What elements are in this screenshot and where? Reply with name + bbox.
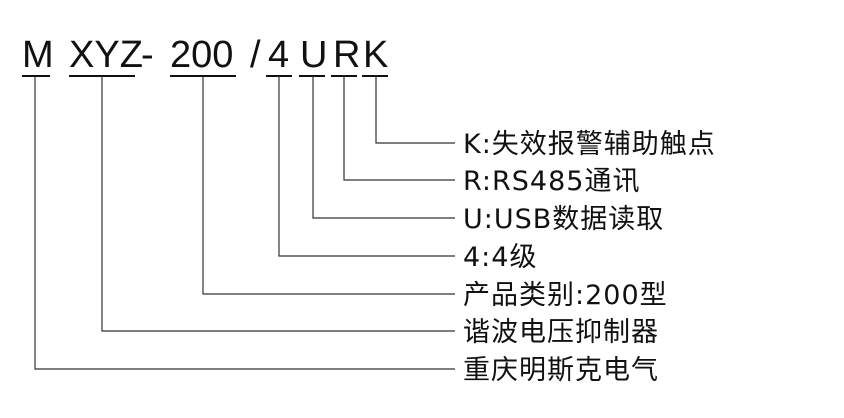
label-4: 4:4级 [463,242,537,273]
leader-r [343,76,455,181]
description-labels: K:失效报警辅助触点 R:RS485通讯 U:USB数据读取 4:4级 产品类别… [463,129,716,386]
leader-4 [278,76,455,257]
code-seg-r: R [333,34,360,76]
label-200: 产品类别:200型 [463,280,668,311]
leader-200 [202,76,455,295]
code-seg-u: U [300,34,327,76]
code-seg-k: K [363,34,388,76]
label-k: K:失效报警辅助触点 [463,129,716,160]
label-u: U:USB数据读取 [463,204,664,235]
code-seg-4: 4 [268,34,289,76]
leader-m [34,76,455,370]
leader-lines [34,76,455,370]
code-seg-dash: - [141,34,154,76]
leader-xyz [101,76,455,332]
label-m: 重庆明斯克电气 [463,355,659,386]
code-seg-200: 200 [170,34,233,76]
code-seg-slash: / [250,34,261,76]
leader-u [312,76,455,219]
code-seg-xyz: XYZ [69,34,143,76]
label-xyz: 谐波电压抑制器 [463,317,659,348]
label-r: R:RS485通讯 [463,166,640,197]
leader-k [375,76,455,144]
model-code: M XYZ - 200 / 4 U R K [22,34,388,76]
code-seg-m: M [22,34,54,76]
